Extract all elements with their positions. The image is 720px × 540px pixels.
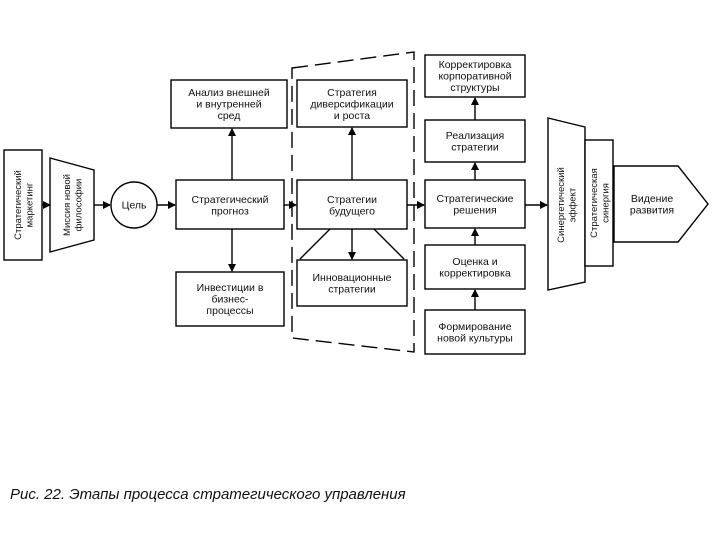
forecast-line: прогноз <box>211 205 249 217</box>
diversification-box <box>296 79 408 128</box>
strategic-synergy-line: Стратегическая <box>589 168 600 238</box>
diversification-line: и роста <box>334 110 370 122</box>
innovation-strategies-box <box>296 259 408 307</box>
figure-caption: Рис. 22. Этапы процесса стратегического … <box>10 486 406 503</box>
implementation-line: Реализация <box>446 130 504 142</box>
analysis-box <box>170 79 288 129</box>
analysis-line: и внутренней <box>196 99 261 111</box>
mission-line: Миссия новой <box>62 174 73 236</box>
restructuring-line: корпоративной <box>438 71 511 83</box>
strategic-synergy-box <box>584 139 614 267</box>
evaluation-line: Оценка и <box>452 256 497 268</box>
culture-line: Формирование <box>438 321 511 333</box>
future-strategies-box <box>296 179 408 230</box>
vision-shape <box>613 165 709 243</box>
decisions-line: Стратегические <box>437 193 514 205</box>
synergy-effect-box <box>547 117 586 291</box>
analysis-line: сред <box>218 110 241 122</box>
strategic-synergy-line: синергия <box>600 183 611 223</box>
investments-line: процессы <box>206 305 253 317</box>
mission-line: философии <box>73 179 84 232</box>
restructuring-line: Корректировка <box>439 59 512 71</box>
strategic-marketing-label: Стратегическиймаркетинг <box>13 170 36 240</box>
forecast-line: Стратегический <box>192 194 269 206</box>
evaluation-box <box>424 244 526 290</box>
implementation-line: стратегии <box>451 141 499 153</box>
strategic-management-diagram: Стратегическиймаркетинг Миссия новойфило… <box>3 51 709 355</box>
culture-line: новой культуры <box>437 332 513 344</box>
diversification-line: диверсификации <box>310 99 393 111</box>
innovation-line: Инновационные <box>313 272 392 284</box>
mission-box <box>49 157 95 253</box>
vision-line: Видение <box>631 193 673 205</box>
strategic-marketing-line: Стратегический <box>13 170 24 240</box>
synergy-effect-line: Синергетический <box>556 167 567 243</box>
investments-line: Инвестиции в <box>197 282 264 294</box>
analysis-line: Анализ внешней <box>188 87 270 99</box>
culture-box <box>424 309 526 355</box>
investments-box <box>175 271 285 327</box>
restructuring-box <box>424 54 526 98</box>
restructuring-line: структуры <box>450 82 499 94</box>
goal-label: Цель <box>122 200 147 212</box>
decisions-line: решения <box>453 204 496 216</box>
future-line: будущего <box>329 205 375 217</box>
synergy-effect-label: Синергетическийэффект <box>556 167 579 243</box>
dashed-group-frame <box>291 51 415 353</box>
strategic-synergy-label: Стратегическаясинергия <box>589 168 612 238</box>
investments-line: бизнес- <box>211 294 249 306</box>
innovation-line: стратегии <box>328 283 376 295</box>
strategic-marketing-line: маркетинг <box>24 182 35 227</box>
vision-line: развития <box>630 204 674 216</box>
evaluation-line: корректировка <box>439 267 511 279</box>
synergy-effect-line: эффект <box>567 187 578 222</box>
goal-line: Цель <box>122 200 147 212</box>
arrow-future-to-innovation-left <box>299 228 331 260</box>
mission-label: Миссия новойфилософии <box>62 174 85 236</box>
future-line: Стратегии <box>327 194 377 206</box>
diversification-line: Стратегия <box>327 87 377 99</box>
arrow-future-to-innovation-right <box>373 228 405 260</box>
